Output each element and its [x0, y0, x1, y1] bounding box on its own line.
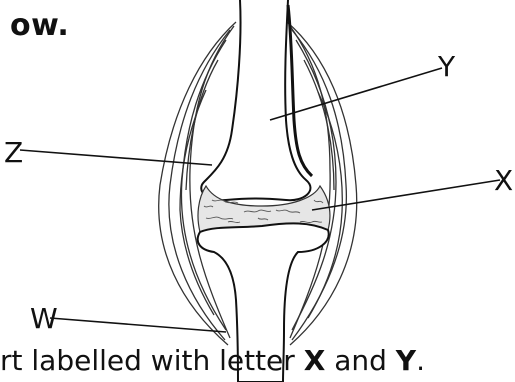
label-line-y — [270, 68, 442, 120]
label-line-w — [50, 318, 226, 332]
label-y: Y — [437, 50, 456, 83]
question-text-middle: and — [325, 344, 395, 377]
label-z: Z — [4, 136, 23, 169]
question-text-start: rt labelled with letter — [0, 344, 304, 377]
label-w: W — [30, 302, 58, 335]
question-letter-y: Y — [396, 344, 416, 377]
question-fragment: rt labelled with letter X and Y. — [0, 344, 425, 377]
label-line-z — [20, 150, 212, 165]
label-x: X — [494, 164, 513, 197]
question-text-end: . — [416, 344, 425, 377]
label-line-x — [312, 180, 500, 210]
question-letter-x: X — [304, 344, 326, 377]
